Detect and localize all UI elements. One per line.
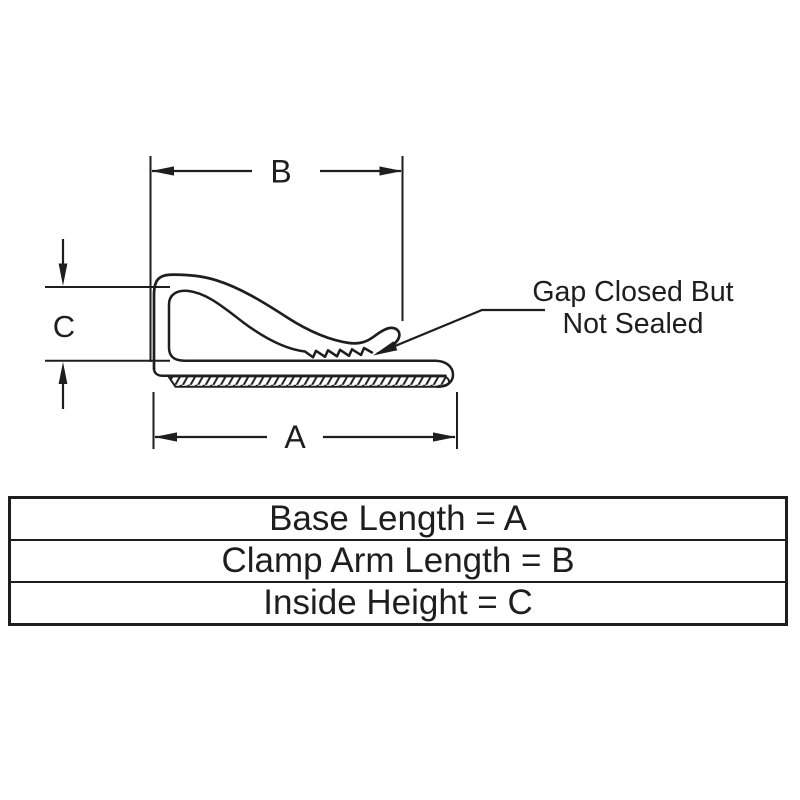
gap-annotation-line1: Gap Closed But — [532, 276, 733, 308]
adhesive-tape-hatched-strip — [167, 375, 451, 388]
clamp-inner-profile-serrated — [167, 289, 455, 388]
legend-table: Base Length = A Clamp Arm Length = B Ins… — [8, 496, 788, 626]
dim-b-arrowhead-right — [379, 166, 403, 176]
dim-a-arrowhead-left — [154, 432, 177, 442]
dim-a-arrowhead-right — [433, 432, 456, 442]
legend-row-base-length-label: Base Length = A — [269, 499, 527, 538]
legend-row-inside-height-label: Inside Height = C — [263, 583, 533, 622]
dim-a-label: A — [284, 419, 306, 455]
gap-annotation-line2: Not Sealed — [562, 308, 703, 340]
gap-leader-arrowhead — [373, 341, 398, 356]
dim-c-label: C — [53, 309, 75, 344]
dim-b-arrowhead-left — [151, 166, 174, 176]
gap-leader-line — [376, 308, 545, 355]
dim-c-arrowhead-down — [58, 263, 68, 286]
dim-c-arrowhead-up — [58, 362, 68, 384]
legend-row-base-length: Base Length = A — [11, 499, 785, 539]
clamp-base-bottom-line — [152, 367, 447, 378]
clamp-outer-profile — [152, 273, 401, 370]
legend-row-clamp-arm-length: Clamp Arm Length = B — [11, 539, 785, 581]
legend-row-inside-height: Inside Height = C — [11, 581, 785, 623]
legend-row-clamp-arm-length-label: Clamp Arm Length = B — [221, 541, 575, 580]
dim-b-label: B — [270, 154, 291, 190]
